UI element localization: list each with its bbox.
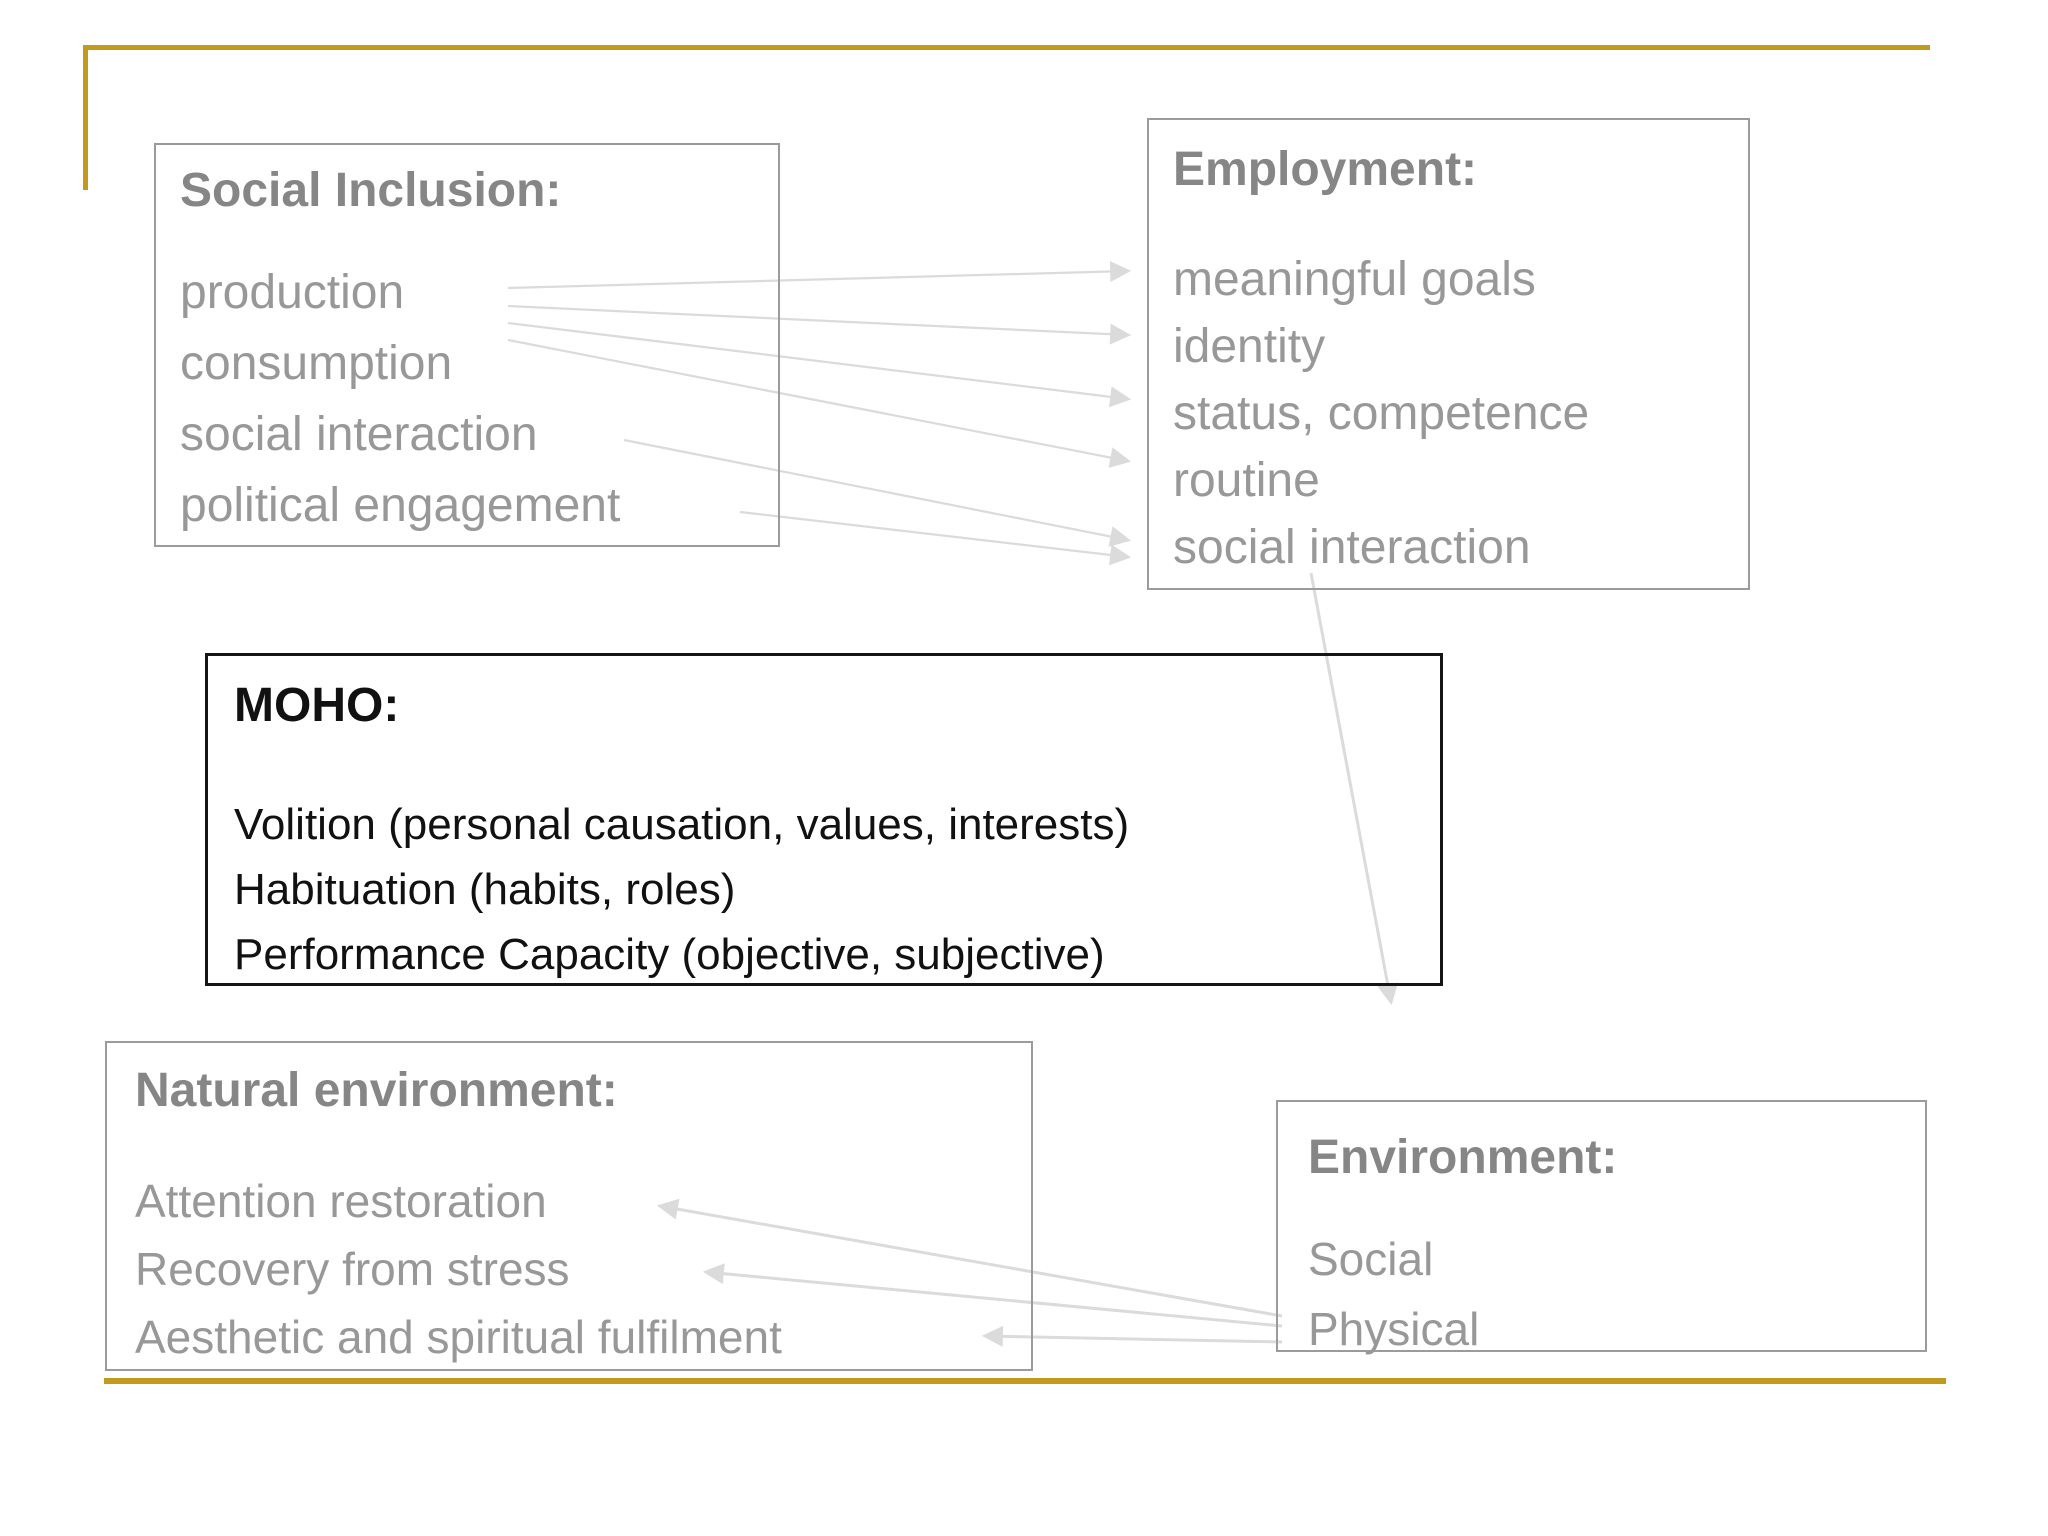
arrow-environment-to-attention-restoration <box>656 1198 1283 1318</box>
social-inclusion-title: Social Inclusion: <box>180 164 562 217</box>
arrow-production-to-routine <box>507 338 1132 468</box>
moho-items: Volition (personal causation, values, in… <box>234 792 1129 987</box>
arrow-production-to-meaningful-goals <box>507 260 1132 290</box>
arrow-environment-to-aesthetic-fulfilment <box>981 1325 1283 1347</box>
employment-box: Employment: meaningful goals identity st… <box>1147 118 1750 590</box>
arrow-production-to-identity <box>507 304 1132 345</box>
employment-item-identity: identity <box>1173 320 1326 373</box>
natural-environment-box: Natural environment: Attention restorati… <box>105 1041 1033 1371</box>
employment-item-status-competence: status, competence <box>1173 387 1590 440</box>
social-inclusion-item-production: production <box>180 266 405 319</box>
employment-item-social-interaction: social interaction <box>1173 521 1531 574</box>
environment-items: Social Physical <box>1308 1224 1479 1364</box>
accent-line-top <box>85 45 1930 50</box>
arrow-environment-to-recovery-from-stress <box>702 1263 1283 1328</box>
moho-title: MOHO: <box>234 679 400 732</box>
social-inclusion-item-social-interaction: social interaction <box>180 408 538 461</box>
moho-item-habituation: Habituation (habits, roles) <box>234 865 736 914</box>
environment-item-social: Social <box>1308 1233 1434 1285</box>
environment-item-physical: Physical <box>1308 1303 1480 1355</box>
social-inclusion-items: production consumption social interactio… <box>180 257 620 541</box>
arrow-political-engagement-to-social-interaction <box>739 510 1132 566</box>
accent-line-left <box>83 45 88 190</box>
social-inclusion-box: Social Inclusion: production consumption… <box>154 143 780 547</box>
social-inclusion-item-consumption: consumption <box>180 337 453 390</box>
moho-box: MOHO: Volition (personal causation, valu… <box>205 653 1443 986</box>
natural-environment-item-attention-restoration: Attention restoration <box>135 1175 547 1227</box>
accent-line-bottom <box>104 1378 1946 1384</box>
employment-item-meaningful-goals: meaningful goals <box>1173 253 1536 306</box>
arrow-social-interaction-to-social-interaction <box>623 438 1132 547</box>
employment-title: Employment: <box>1173 143 1478 196</box>
employment-item-routine: routine <box>1173 454 1320 507</box>
natural-environment-item-aesthetic-spiritual-fulfilment: Aesthetic and spiritual fulfilment <box>135 1311 782 1363</box>
social-inclusion-item-political-engagement: political engagement <box>180 479 621 532</box>
environment-title: Environment: <box>1308 1131 1618 1184</box>
arrow-employment-to-environment <box>1309 572 1399 1006</box>
moho-item-performance-capacity: Performance Capacity (objective, subject… <box>234 930 1105 979</box>
arrow-production-to-status-competence <box>507 321 1132 408</box>
moho-item-volition: Volition (personal causation, values, in… <box>234 800 1130 849</box>
natural-environment-item-recovery-from-stress: Recovery from stress <box>135 1243 570 1295</box>
natural-environment-items: Attention restoration Recovery from stre… <box>135 1167 782 1371</box>
natural-environment-title: Natural environment: <box>135 1064 618 1117</box>
employment-items: meaningful goals identity status, compet… <box>1173 246 1589 581</box>
environment-box: Environment: Social Physical <box>1276 1100 1927 1355</box>
